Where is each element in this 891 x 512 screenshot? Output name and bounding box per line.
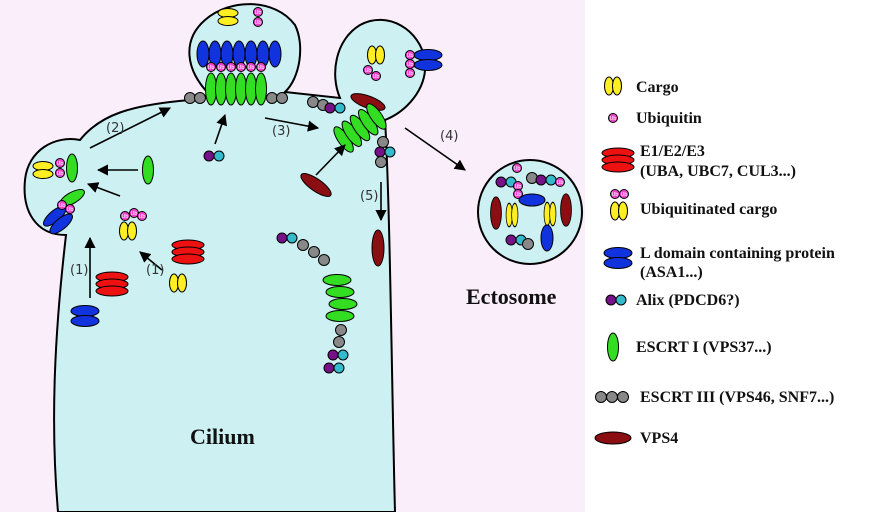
top-vesicle (184, 7, 288, 106)
legend-escrt3-swatch (595, 391, 629, 403)
legend-ubiquitin-swatch (608, 113, 618, 123)
step-label-4: (4) (440, 129, 458, 144)
budding-vesicle (307, 45, 443, 168)
step-label-1b: (1) (146, 263, 164, 278)
legend-ldomain-swatch (603, 247, 633, 269)
legend-e1e2e3-label: E1/E2/E3 (640, 143, 705, 160)
legend-ubiquitin-label: Ubiquitin (636, 110, 702, 127)
legend-cargo-label: Cargo (636, 79, 679, 96)
step-label-2: (2) (106, 121, 124, 136)
legend-vps4-swatch (594, 431, 632, 445)
legend-ubcargo-swatch (610, 189, 629, 221)
arrows (84, 107, 466, 298)
legend-escrt1-label: ESCRT I (VPS37...) (636, 339, 772, 356)
legend-alix-label: Alix (PDCD6?) (636, 292, 740, 309)
ectosome-label: Ectosome (466, 284, 557, 309)
legend-ldomain-label: L domain containing protein (640, 245, 835, 262)
step-label-5: (5) (360, 189, 378, 204)
legend-escrt1-swatch (607, 332, 619, 362)
legend-escrt3-label: ESCRT III (VPS46, SNF7...) (640, 389, 834, 406)
legend-ubcargo-label: Ubiquitinated cargo (640, 201, 777, 218)
cilium-label: Cilium (190, 424, 255, 449)
legend-cargo-swatch (604, 76, 622, 96)
legend-e1e2e3-swatch (601, 147, 635, 173)
legend-e1e2e3-sublabel: (UBA, UBC7, CUL3...) (640, 163, 796, 180)
legend: Cargo Ubiquitin E1/E2/E3 (UBA, UBC7, CUL… (594, 76, 835, 447)
step-label-3: (3) (272, 124, 290, 139)
legend-vps4-label: VPS4 (640, 430, 678, 447)
ectosome (477, 159, 583, 265)
step-label-1a: (1) (70, 263, 88, 278)
legend-ldomain-sublabel: (ASA1...) (640, 264, 703, 281)
legend-alix-swatch (605, 294, 627, 306)
